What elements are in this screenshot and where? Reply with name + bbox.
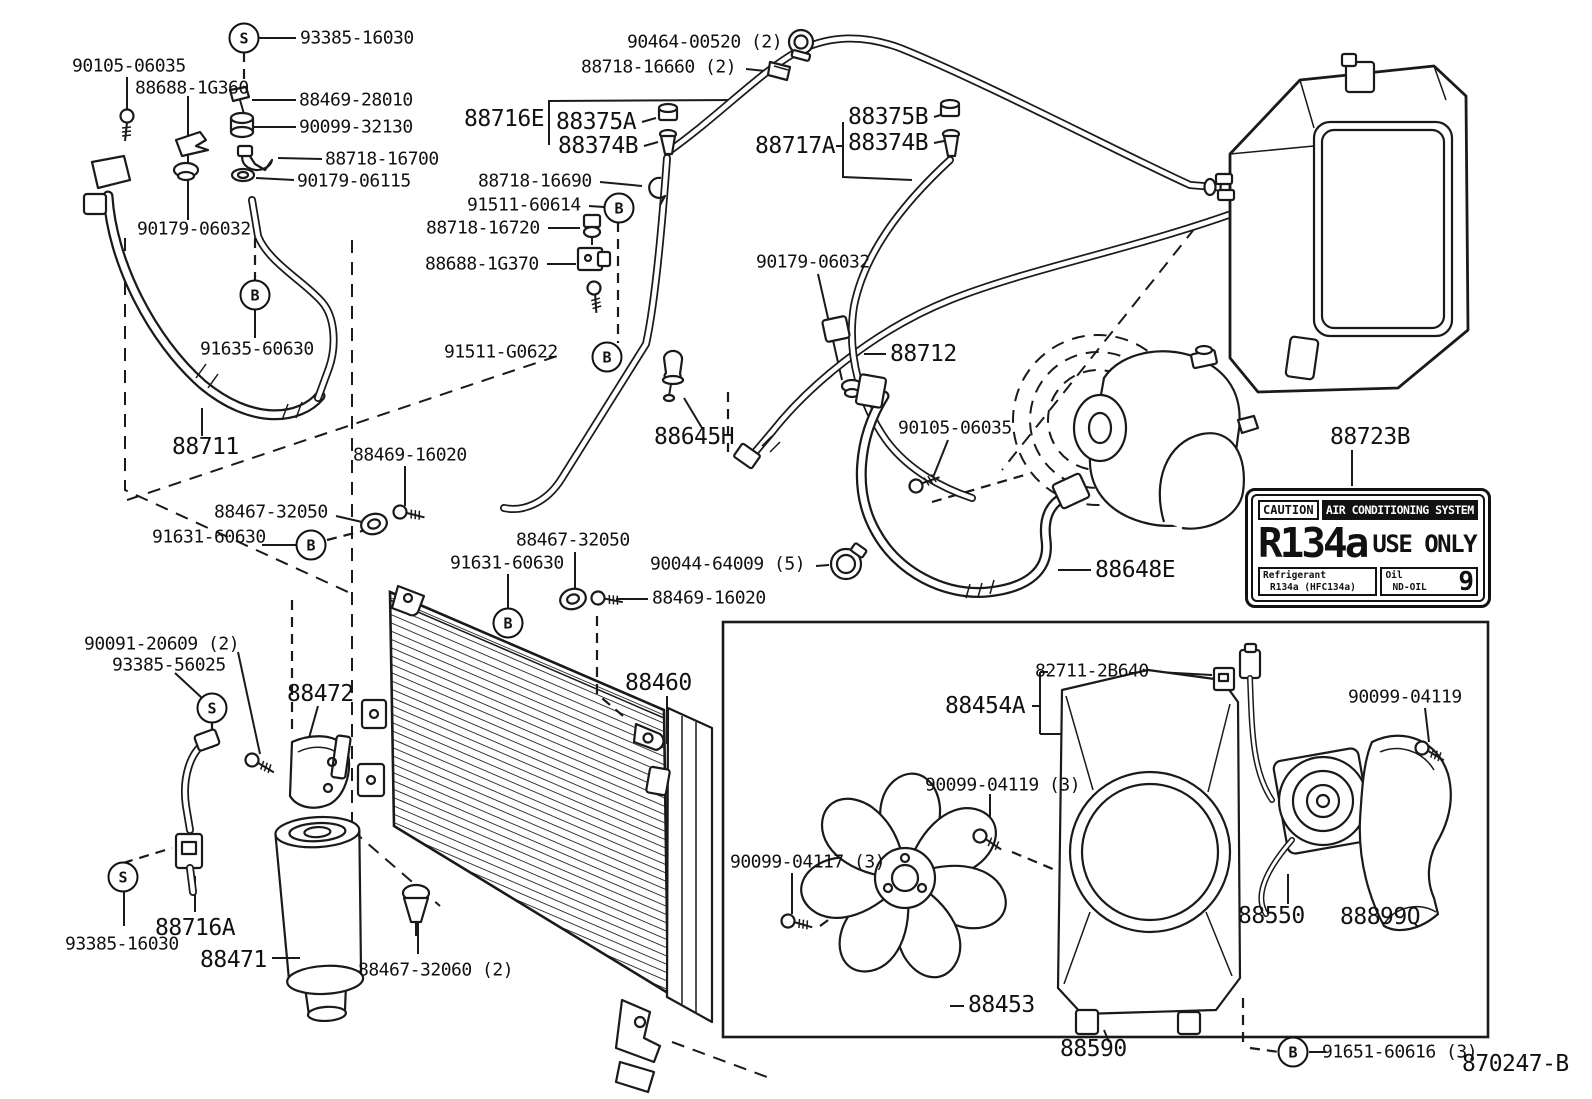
part-label: 90099-04117 (3) bbox=[730, 851, 886, 873]
part-label: 88899Q bbox=[1340, 904, 1421, 930]
part-label: 90099-32130 bbox=[299, 116, 413, 138]
part-label: 90179-06032 bbox=[756, 251, 870, 273]
refrigerant-code: R134a bbox=[1258, 519, 1369, 568]
part-label: 88716E bbox=[464, 106, 545, 132]
fastener-marker-B: B bbox=[239, 279, 271, 311]
discharge-hose-88648E bbox=[854, 373, 1091, 599]
part-label: 90099-04119 (3) bbox=[925, 774, 1081, 796]
part-label: 88688-1G360 bbox=[135, 77, 249, 99]
compressor bbox=[1012, 334, 1260, 530]
part-label: 88375A bbox=[556, 109, 637, 135]
part-label: 88471 bbox=[200, 947, 267, 973]
part-label: 88716A bbox=[155, 915, 236, 941]
fastener-marker-B: B bbox=[295, 529, 327, 561]
cushions-and-bolts bbox=[360, 503, 868, 611]
part-label: 88718-16720 bbox=[426, 217, 540, 239]
fan-shroud-88454A bbox=[1056, 668, 1242, 1036]
caution-plate-88723B: CAUTION AIR CONDITIONING SYSTEM R134a US… bbox=[1245, 488, 1491, 608]
part-label: 91631-60630 bbox=[450, 552, 564, 574]
part-label: 90105-06035 bbox=[72, 55, 186, 77]
part-label: 90464-00520 (2) bbox=[627, 31, 783, 53]
part-label: 88469-16020 bbox=[652, 587, 766, 609]
fastener-marker-S: S bbox=[107, 861, 139, 893]
part-label: 88467-32060 (2) bbox=[358, 959, 514, 981]
use-only-text: USE ONLY bbox=[1372, 529, 1477, 558]
part-label: 90179-06032 bbox=[137, 218, 251, 240]
caution-word: CAUTION bbox=[1258, 500, 1319, 520]
fan-assembly-box bbox=[721, 620, 1490, 1039]
part-label: 88550 bbox=[1238, 903, 1305, 929]
part-label: 88460 bbox=[625, 670, 692, 696]
part-label: 88454A bbox=[945, 693, 1026, 719]
fastener-marker-B: B bbox=[492, 607, 524, 639]
part-label: 88712 bbox=[890, 341, 957, 367]
part-label: 88472 bbox=[287, 681, 354, 707]
part-label: 91511-60614 bbox=[467, 194, 581, 216]
part-label: 90179-06115 bbox=[297, 170, 411, 192]
fastener-marker-B: B bbox=[591, 341, 623, 373]
oil-spec-box: Oil ND-OIL 9 bbox=[1380, 567, 1478, 598]
part-label: 88717A bbox=[755, 133, 836, 159]
part-label: 88723B bbox=[1330, 424, 1411, 450]
part-label: 88718-16700 bbox=[325, 148, 439, 170]
suction-hose-88711 bbox=[82, 154, 338, 421]
part-label: 90099-04119 bbox=[1348, 686, 1462, 708]
receiver-drier-area bbox=[174, 728, 431, 1023]
caution-plate-inner: CAUTION AIR CONDITIONING SYSTEM R134a US… bbox=[1251, 494, 1485, 602]
part-label: 90044-64009 (5) bbox=[650, 553, 806, 575]
part-label: 88467-32050 bbox=[214, 501, 328, 523]
part-label: 88453 bbox=[968, 992, 1035, 1018]
refrigerant-spec-box: Refrigerant R134a (HFC134a) bbox=[1258, 567, 1378, 596]
system-name: AIR CONDITIONING SYSTEM bbox=[1321, 500, 1478, 520]
refrigerant-pipes bbox=[500, 28, 1256, 513]
fastener-marker-B: B bbox=[603, 192, 635, 224]
fastener-marker-S: S bbox=[196, 692, 228, 724]
part-label: 91635-60630 bbox=[200, 338, 314, 360]
part-label: 88375B bbox=[848, 104, 929, 130]
part-label: 88590 bbox=[1060, 1036, 1127, 1062]
cooling-fan-88453 bbox=[800, 772, 1007, 979]
part-label: 88469-16020 bbox=[353, 444, 467, 466]
motor-cover-88899Q bbox=[1358, 734, 1452, 932]
fan-motor-88550 bbox=[1258, 747, 1374, 917]
fasteners-top-left bbox=[119, 85, 274, 183]
part-label: 870247-B bbox=[1462, 1051, 1569, 1077]
part-label: 88467-32050 bbox=[516, 529, 630, 551]
part-label: 88374B bbox=[848, 130, 929, 156]
part-label: 88718-16660 (2) bbox=[581, 56, 737, 78]
evaporator-unit bbox=[1214, 52, 1470, 394]
part-label: 90105-06035 bbox=[898, 417, 1012, 439]
part-label: 88711 bbox=[172, 434, 239, 460]
part-label: 93385-16030 bbox=[65, 933, 179, 955]
part-label: 93385-16030 bbox=[300, 27, 414, 49]
part-label: 88645H bbox=[654, 424, 735, 450]
part-label: 88718-16690 bbox=[478, 170, 592, 192]
fastener-marker-S: S bbox=[228, 22, 260, 54]
part-label: 88648E bbox=[1095, 557, 1176, 583]
part-label: 82711-2B640 bbox=[1035, 660, 1149, 682]
part-label: 88688-1G370 bbox=[425, 253, 539, 275]
part-label: 90091-20609 (2) bbox=[84, 633, 240, 655]
part-label: 91511-G0622 bbox=[444, 341, 558, 363]
part-label: 88469-28010 bbox=[299, 89, 413, 111]
part-label: 91651-60616 (3) bbox=[1322, 1041, 1478, 1063]
part-label: 93385-56025 bbox=[112, 654, 226, 676]
part-label: 91631-60630 bbox=[152, 526, 266, 548]
oil-grade-number: 9 bbox=[1458, 567, 1474, 598]
fastener-marker-B: B bbox=[1277, 1036, 1309, 1068]
condenser-88460 bbox=[356, 584, 714, 1094]
part-label: 88374B bbox=[558, 133, 639, 159]
